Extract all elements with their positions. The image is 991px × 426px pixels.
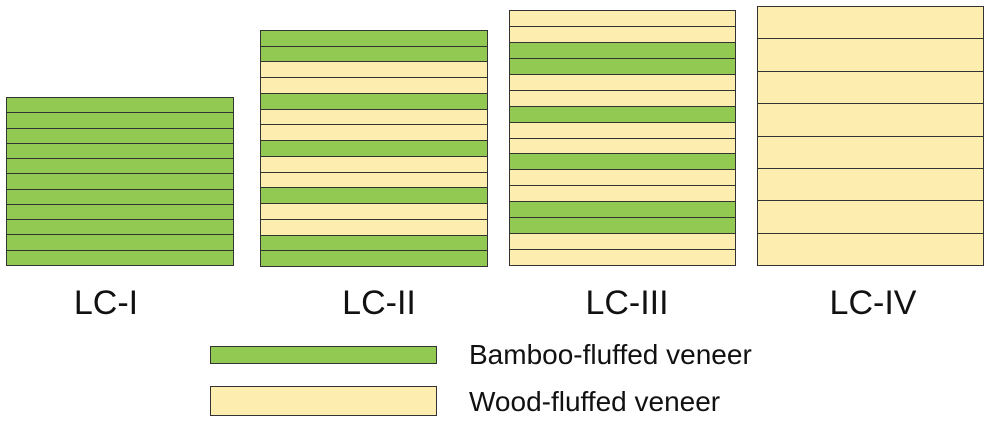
panel-label-lc-iii: LC-III	[585, 284, 669, 322]
bamboo-layer	[261, 251, 487, 267]
wood-layer	[510, 234, 735, 251]
bamboo-layer	[7, 174, 233, 190]
legend-swatch-bamboo	[210, 346, 437, 364]
bamboo-layer	[7, 143, 233, 160]
bamboo-layer	[7, 113, 233, 129]
wood-layer	[758, 104, 983, 137]
legend-label-bamboo: Bamboo-fluffed veneer	[469, 339, 752, 370]
bamboo-layer	[7, 159, 233, 175]
bamboo-layer	[261, 188, 487, 205]
wood-layer	[758, 233, 983, 265]
bamboo-layer	[510, 58, 735, 75]
bamboo-layer	[7, 204, 233, 221]
bamboo-layer	[510, 42, 735, 59]
wood-layer	[758, 71, 983, 105]
wood-layer	[510, 170, 735, 187]
legend-swatch-wood	[210, 386, 437, 416]
panel-lc-iii-stack	[509, 10, 736, 266]
wood-layer	[510, 250, 735, 265]
panel-label-lc-i: LC-I	[73, 284, 139, 322]
bamboo-layer	[261, 235, 487, 252]
bamboo-layer	[510, 106, 735, 123]
wood-layer	[758, 201, 983, 234]
bamboo-layer	[510, 154, 735, 171]
wood-layer	[510, 11, 735, 27]
bamboo-layer	[261, 46, 487, 63]
bamboo-layer	[510, 218, 735, 235]
wood-layer	[510, 74, 735, 91]
wood-layer	[510, 138, 735, 155]
bamboo-layer	[261, 141, 487, 157]
wood-layer	[261, 78, 487, 94]
wood-layer	[261, 204, 487, 220]
bamboo-layer	[7, 250, 233, 265]
panel-lc-ii-stack	[260, 30, 488, 267]
bamboo-layer	[7, 128, 233, 144]
panel-lc-i-stack	[6, 97, 234, 266]
bamboo-layer	[261, 31, 487, 47]
wood-layer	[261, 156, 487, 173]
wood-layer	[758, 7, 983, 40]
panel-label-lc-iv: LC-IV	[829, 284, 917, 322]
panel-lc-iv-stack	[757, 6, 984, 266]
wood-layer	[758, 136, 983, 169]
wood-layer	[261, 125, 487, 142]
wood-layer	[261, 109, 487, 126]
bamboo-layer	[7, 220, 233, 236]
wood-layer	[261, 62, 487, 79]
bamboo-layer	[510, 202, 735, 219]
legend-label-wood: Wood-fluffed veneer	[469, 386, 721, 417]
wood-layer	[510, 122, 735, 139]
wood-layer	[261, 172, 487, 189]
wood-layer	[510, 26, 735, 43]
wood-layer	[510, 90, 735, 107]
wood-layer	[758, 168, 983, 202]
bamboo-layer	[261, 93, 487, 110]
panel-label-lc-ii: LC-II	[342, 284, 416, 322]
bamboo-layer	[7, 98, 233, 114]
wood-layer	[510, 186, 735, 203]
bamboo-layer	[7, 189, 233, 205]
wood-layer	[758, 39, 983, 72]
wood-layer	[261, 219, 487, 236]
bamboo-layer	[7, 235, 233, 251]
